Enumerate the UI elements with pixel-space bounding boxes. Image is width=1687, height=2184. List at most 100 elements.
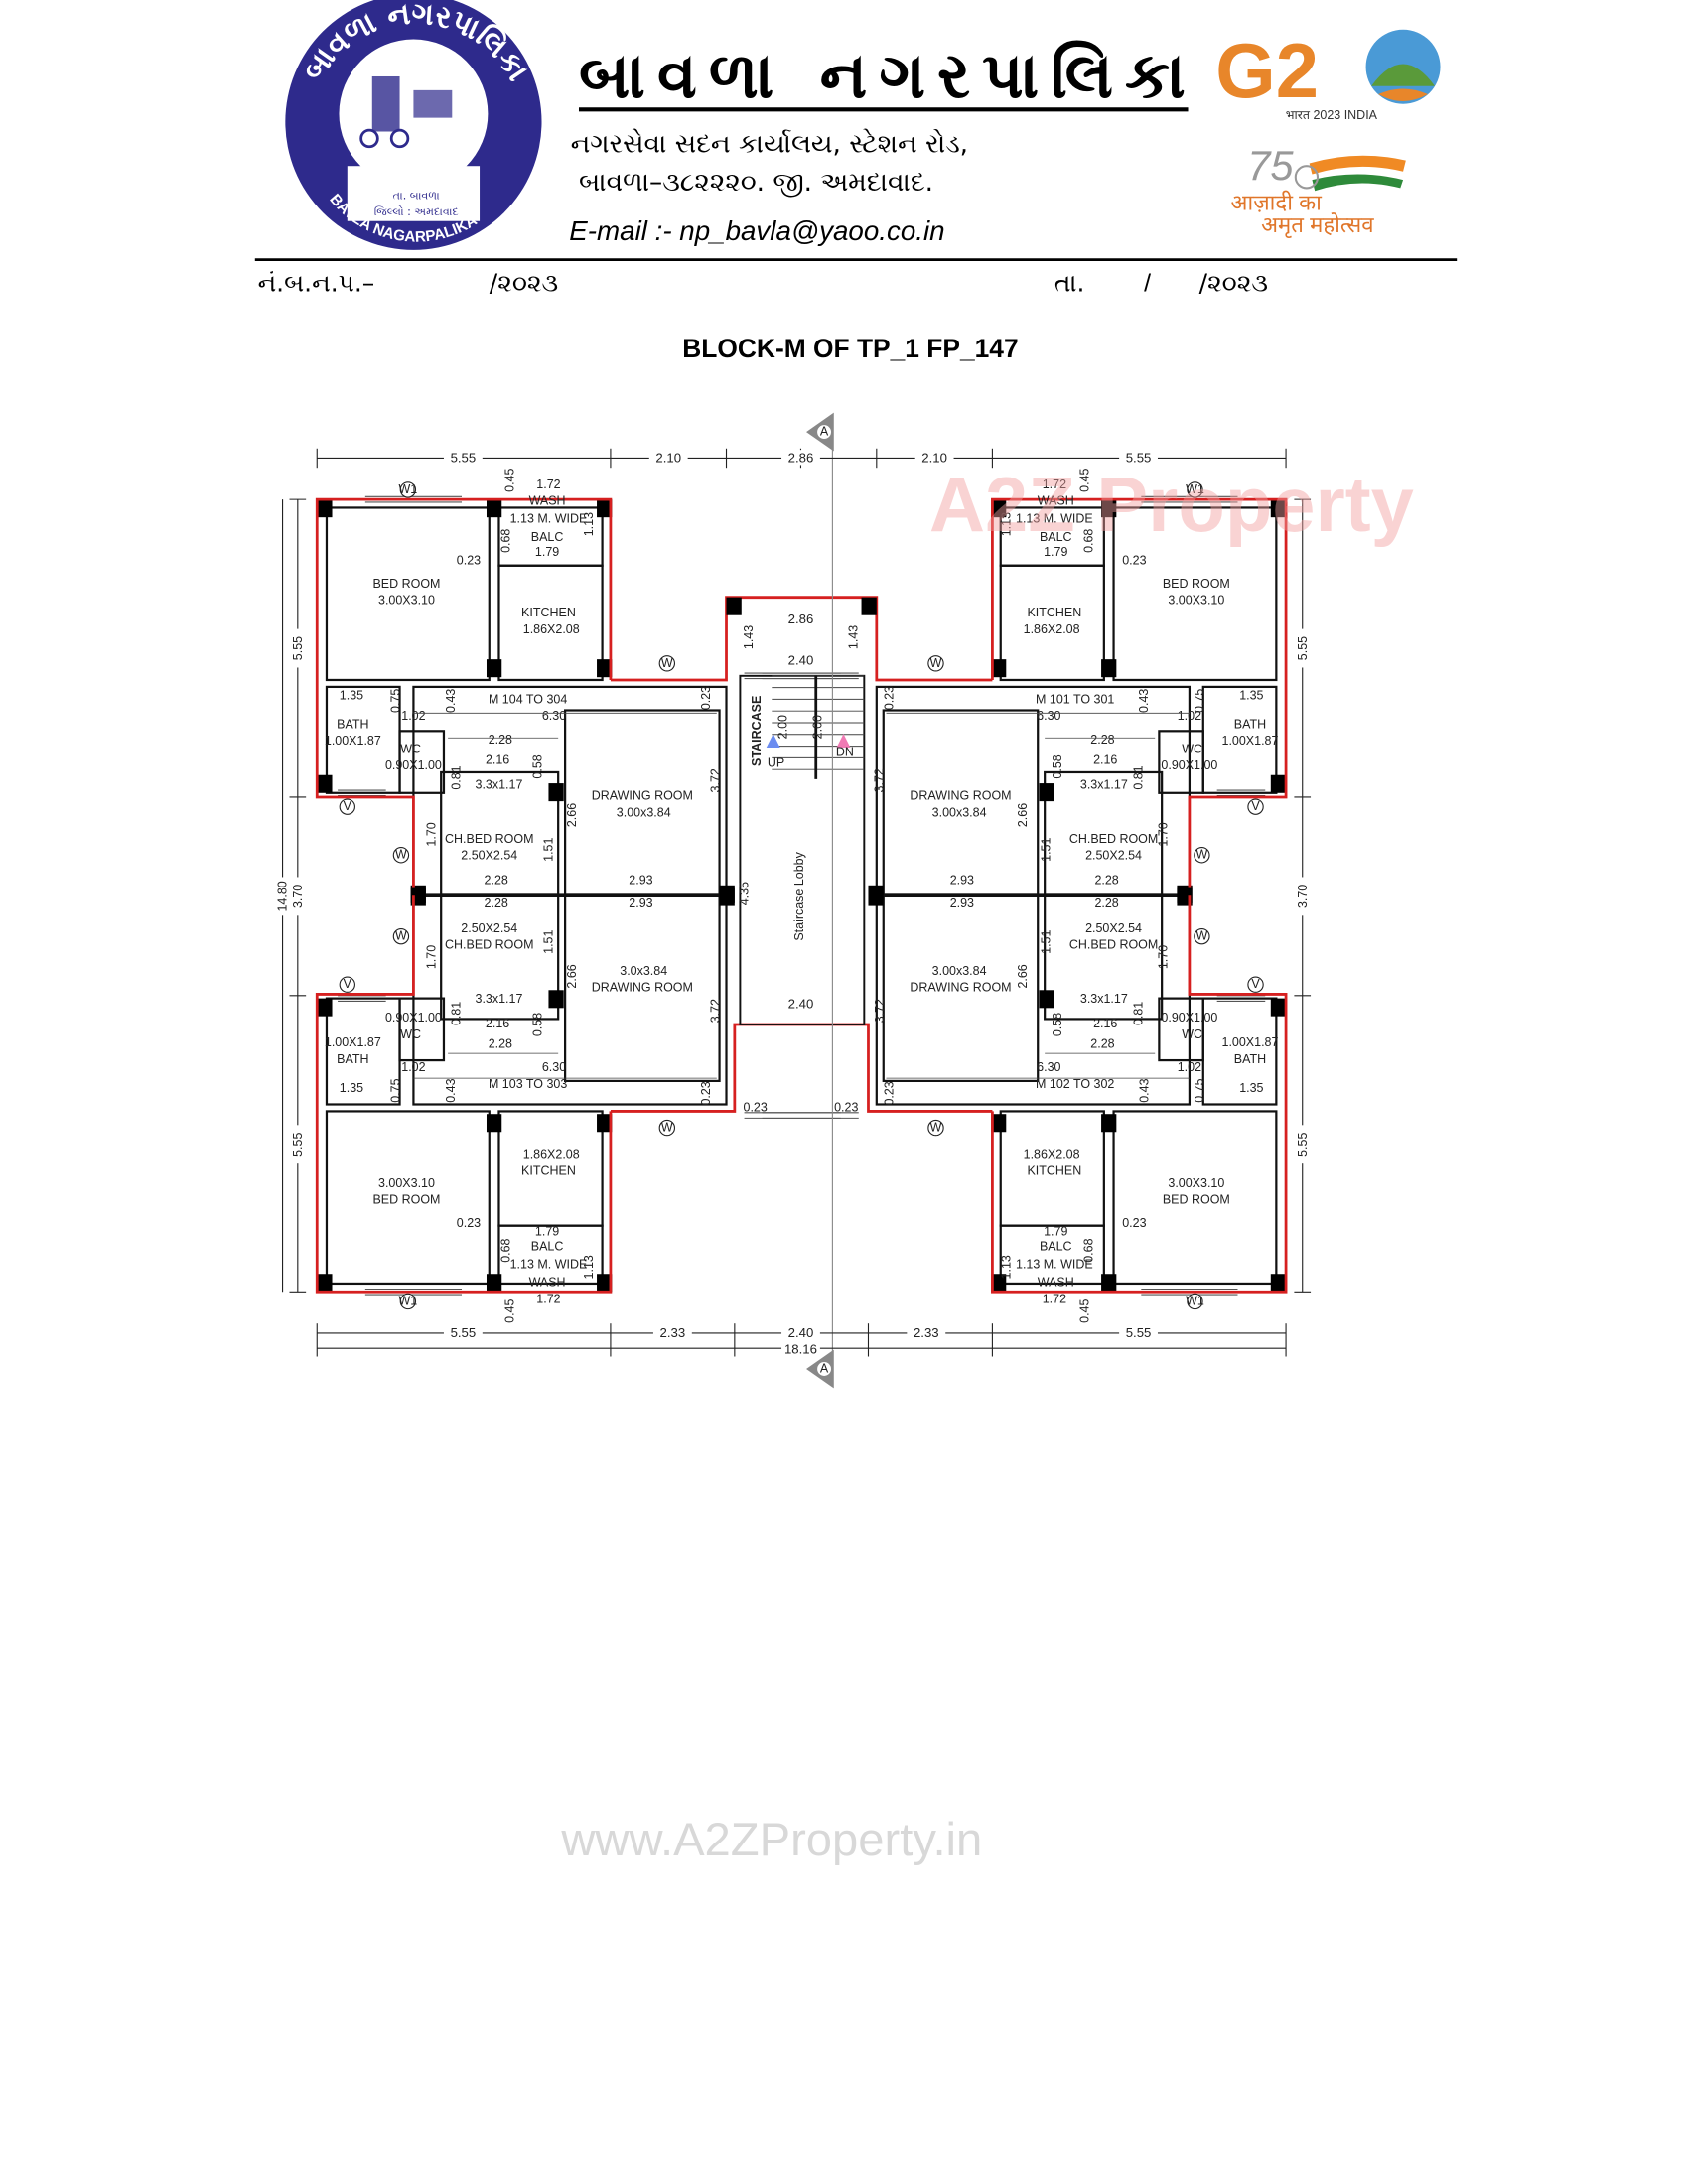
dim: 2.16 <box>1093 1017 1117 1030</box>
bedroom-walls <box>325 506 491 682</box>
date-separator: / <box>1144 270 1151 298</box>
unit-title: M 103 TO 303 <box>489 1077 567 1091</box>
wc-walls <box>398 730 446 794</box>
window-tag-icon <box>392 927 410 945</box>
structural-column <box>597 659 613 678</box>
dimension: 0.23 <box>882 686 896 710</box>
dim: 2.16 <box>1093 753 1117 767</box>
window-tag-icon <box>399 1293 417 1310</box>
dimension: 0.68 <box>499 1238 513 1262</box>
reference-number-year: /૨૦૨૩ <box>490 269 558 298</box>
child-bedroom-size: 2.50X2.54 <box>461 848 517 862</box>
up-arrow-icon <box>766 734 780 748</box>
dim: 6.30 <box>1037 1060 1060 1074</box>
dimension: 0.43 <box>1137 1078 1151 1102</box>
drawing-room-label: DRAWING ROOM <box>592 981 693 995</box>
dimension: 2.66 <box>1016 803 1030 827</box>
window-tag-icon <box>1247 798 1264 815</box>
dim: 1.72 <box>536 478 560 491</box>
top-dimension-label: 2.10 <box>921 451 947 466</box>
drawing-room-size: 3.0x3.84 <box>620 964 667 978</box>
bedroom-walls <box>1112 506 1278 682</box>
dim: 1.35 <box>340 1081 363 1095</box>
dimension: 3.72 <box>873 999 887 1023</box>
balcony-label: BALC <box>531 1240 564 1254</box>
structural-column <box>726 597 742 615</box>
overall-height-label: 14.80 <box>276 881 290 911</box>
wc-label: WC <box>1182 1027 1202 1041</box>
kitchen-size: 1.86X2.08 <box>523 1148 580 1161</box>
right-dimension-label: 5.55 <box>1296 636 1310 660</box>
dimension: 0.23 <box>882 1081 896 1105</box>
window-tag: W <box>395 848 407 862</box>
balcony-width: 1.13 M. WIDE <box>510 512 588 526</box>
dimension: 0.81 <box>1132 765 1146 789</box>
balcony-walls <box>497 506 604 567</box>
wc-size: 0.90X1.00 <box>385 1011 442 1024</box>
dimension: 0.68 <box>499 529 513 553</box>
dimension: 2.66 <box>1016 964 1030 988</box>
dimension: 0.81 <box>450 765 464 789</box>
window-tag-icon <box>927 655 944 672</box>
balcony-label: BALC <box>531 530 564 544</box>
dimension: 0.58 <box>1051 1013 1064 1036</box>
bedroom-size: 3.00X3.10 <box>1168 1176 1224 1190</box>
dim: 1.72 <box>1043 1292 1066 1305</box>
window-tag: W1 <box>1186 1294 1204 1307</box>
dimension: 2.66 <box>565 964 579 988</box>
dimension: 1.70 <box>1157 945 1171 969</box>
structural-column <box>1101 659 1117 678</box>
municipality-title: બાવળા નગરપાલિકા <box>579 40 1186 113</box>
left-dimension-label: 5.55 <box>291 636 305 660</box>
structural-column <box>991 1114 1007 1133</box>
dimension: 0.43 <box>1137 689 1151 713</box>
bedroom-walls <box>1112 1110 1278 1286</box>
document-title: BLOCK-M OF TP_1 FP_147 <box>682 334 1018 363</box>
dimension: 1.51 <box>1040 838 1054 862</box>
structural-column <box>317 774 333 793</box>
wc-walls <box>1158 730 1204 794</box>
watermark-logo: A2Z Property <box>929 463 1414 548</box>
bedroom-walls <box>325 1110 491 1286</box>
dim: 1.02 <box>1178 709 1201 723</box>
bedroom-label: BED ROOM <box>372 1192 440 1206</box>
structural-column <box>1101 499 1117 518</box>
balcony-width: 1.13 M. WIDE <box>1016 1258 1093 1272</box>
staircase-label: STAIRCASE <box>750 696 764 766</box>
kitchen-label: KITCHEN <box>521 606 576 619</box>
reference-number-label: નં.બ.ન.પ.– <box>258 269 375 298</box>
balcony-width: 1.13 M. WIDE <box>1016 512 1093 526</box>
dim: 0.23 <box>457 1216 481 1230</box>
dim: 1.72 <box>536 1292 560 1305</box>
structural-column <box>1270 1274 1287 1293</box>
dimension: 2.00 <box>776 715 790 739</box>
dim: 1.02 <box>1178 1060 1201 1074</box>
dimension: 4.35 <box>738 882 752 905</box>
structural-column <box>317 499 333 518</box>
window-tag: V <box>1251 799 1260 813</box>
child-bedroom-walls <box>1044 770 1164 896</box>
structural-column <box>548 783 564 802</box>
unit-title: M 104 TO 304 <box>489 693 567 707</box>
structural-column <box>991 499 1007 518</box>
drawing-room-walls <box>882 894 1040 1083</box>
drawing-room-walls <box>882 709 1040 896</box>
dimension: 0.23 <box>699 1081 713 1105</box>
email-line: E-mail :- np_bavla@yaoo.co.in <box>569 215 944 246</box>
dim: 6.30 <box>1037 709 1060 723</box>
window-tag-icon <box>339 798 355 815</box>
window-tag: W <box>1196 848 1208 862</box>
bavla-nagarpalika-logo: બાવળા નગરપાલિકા BAVLA NAGARPALIKA તા. બા… <box>285 0 542 250</box>
section-marker-circle <box>817 1362 832 1376</box>
dim: 2.93 <box>629 896 652 910</box>
dimension: 0.58 <box>1051 754 1064 778</box>
dimension: 3.72 <box>709 768 723 792</box>
passage-size: 3.3x1.17 <box>1080 992 1128 1006</box>
dimension: 1.43 <box>742 625 756 649</box>
dim: 2.93 <box>629 873 652 887</box>
dimension: 1.51 <box>542 930 556 954</box>
passage-size: 3.3x1.17 <box>1080 778 1128 792</box>
balcony-walls <box>999 1224 1105 1286</box>
structural-column <box>597 499 613 518</box>
